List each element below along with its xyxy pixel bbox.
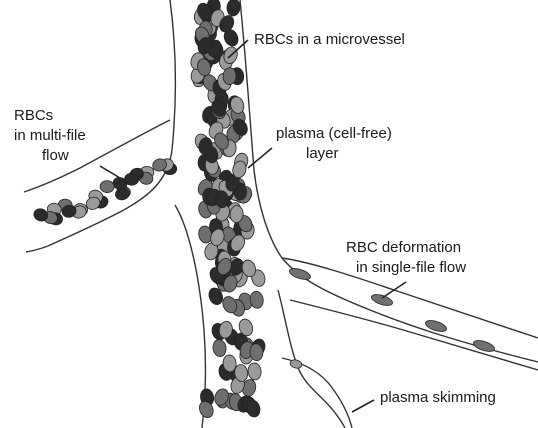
rbc-cell-main — [212, 339, 227, 358]
main-vessel-right-wall — [240, 0, 538, 362]
label-plasma-2: layer — [306, 145, 339, 162]
label-main-vessel: RBCs in a microvessel — [254, 31, 405, 48]
label-plasma-1: plasma (cell-free) — [276, 125, 392, 142]
label-multi-file-1: RBCs — [14, 107, 53, 124]
right-branch-lower-wall — [290, 300, 538, 370]
rbc-cell-branch — [100, 180, 115, 193]
leader-skimming — [352, 400, 374, 412]
leader-multi-file — [100, 166, 120, 178]
leader-deformation — [382, 282, 406, 298]
rbc-cell-main — [247, 362, 262, 380]
left-branch-lower-wall — [26, 246, 48, 252]
rbc-cell-deformed — [370, 292, 394, 307]
rbc-cell-deformed — [288, 266, 312, 281]
label-multi-file-2: in multi-file — [14, 127, 86, 144]
label-deformation-1: RBC deformation — [346, 239, 461, 256]
rbc-cell-main — [226, 0, 241, 17]
label-skimming: plasma skimming — [380, 389, 496, 406]
leader-plasma-layer — [248, 148, 272, 168]
label-deformation-2: in single-file flow — [356, 259, 466, 276]
label-multi-file-3: flow — [42, 147, 69, 164]
rbc-group — [32, 0, 496, 420]
